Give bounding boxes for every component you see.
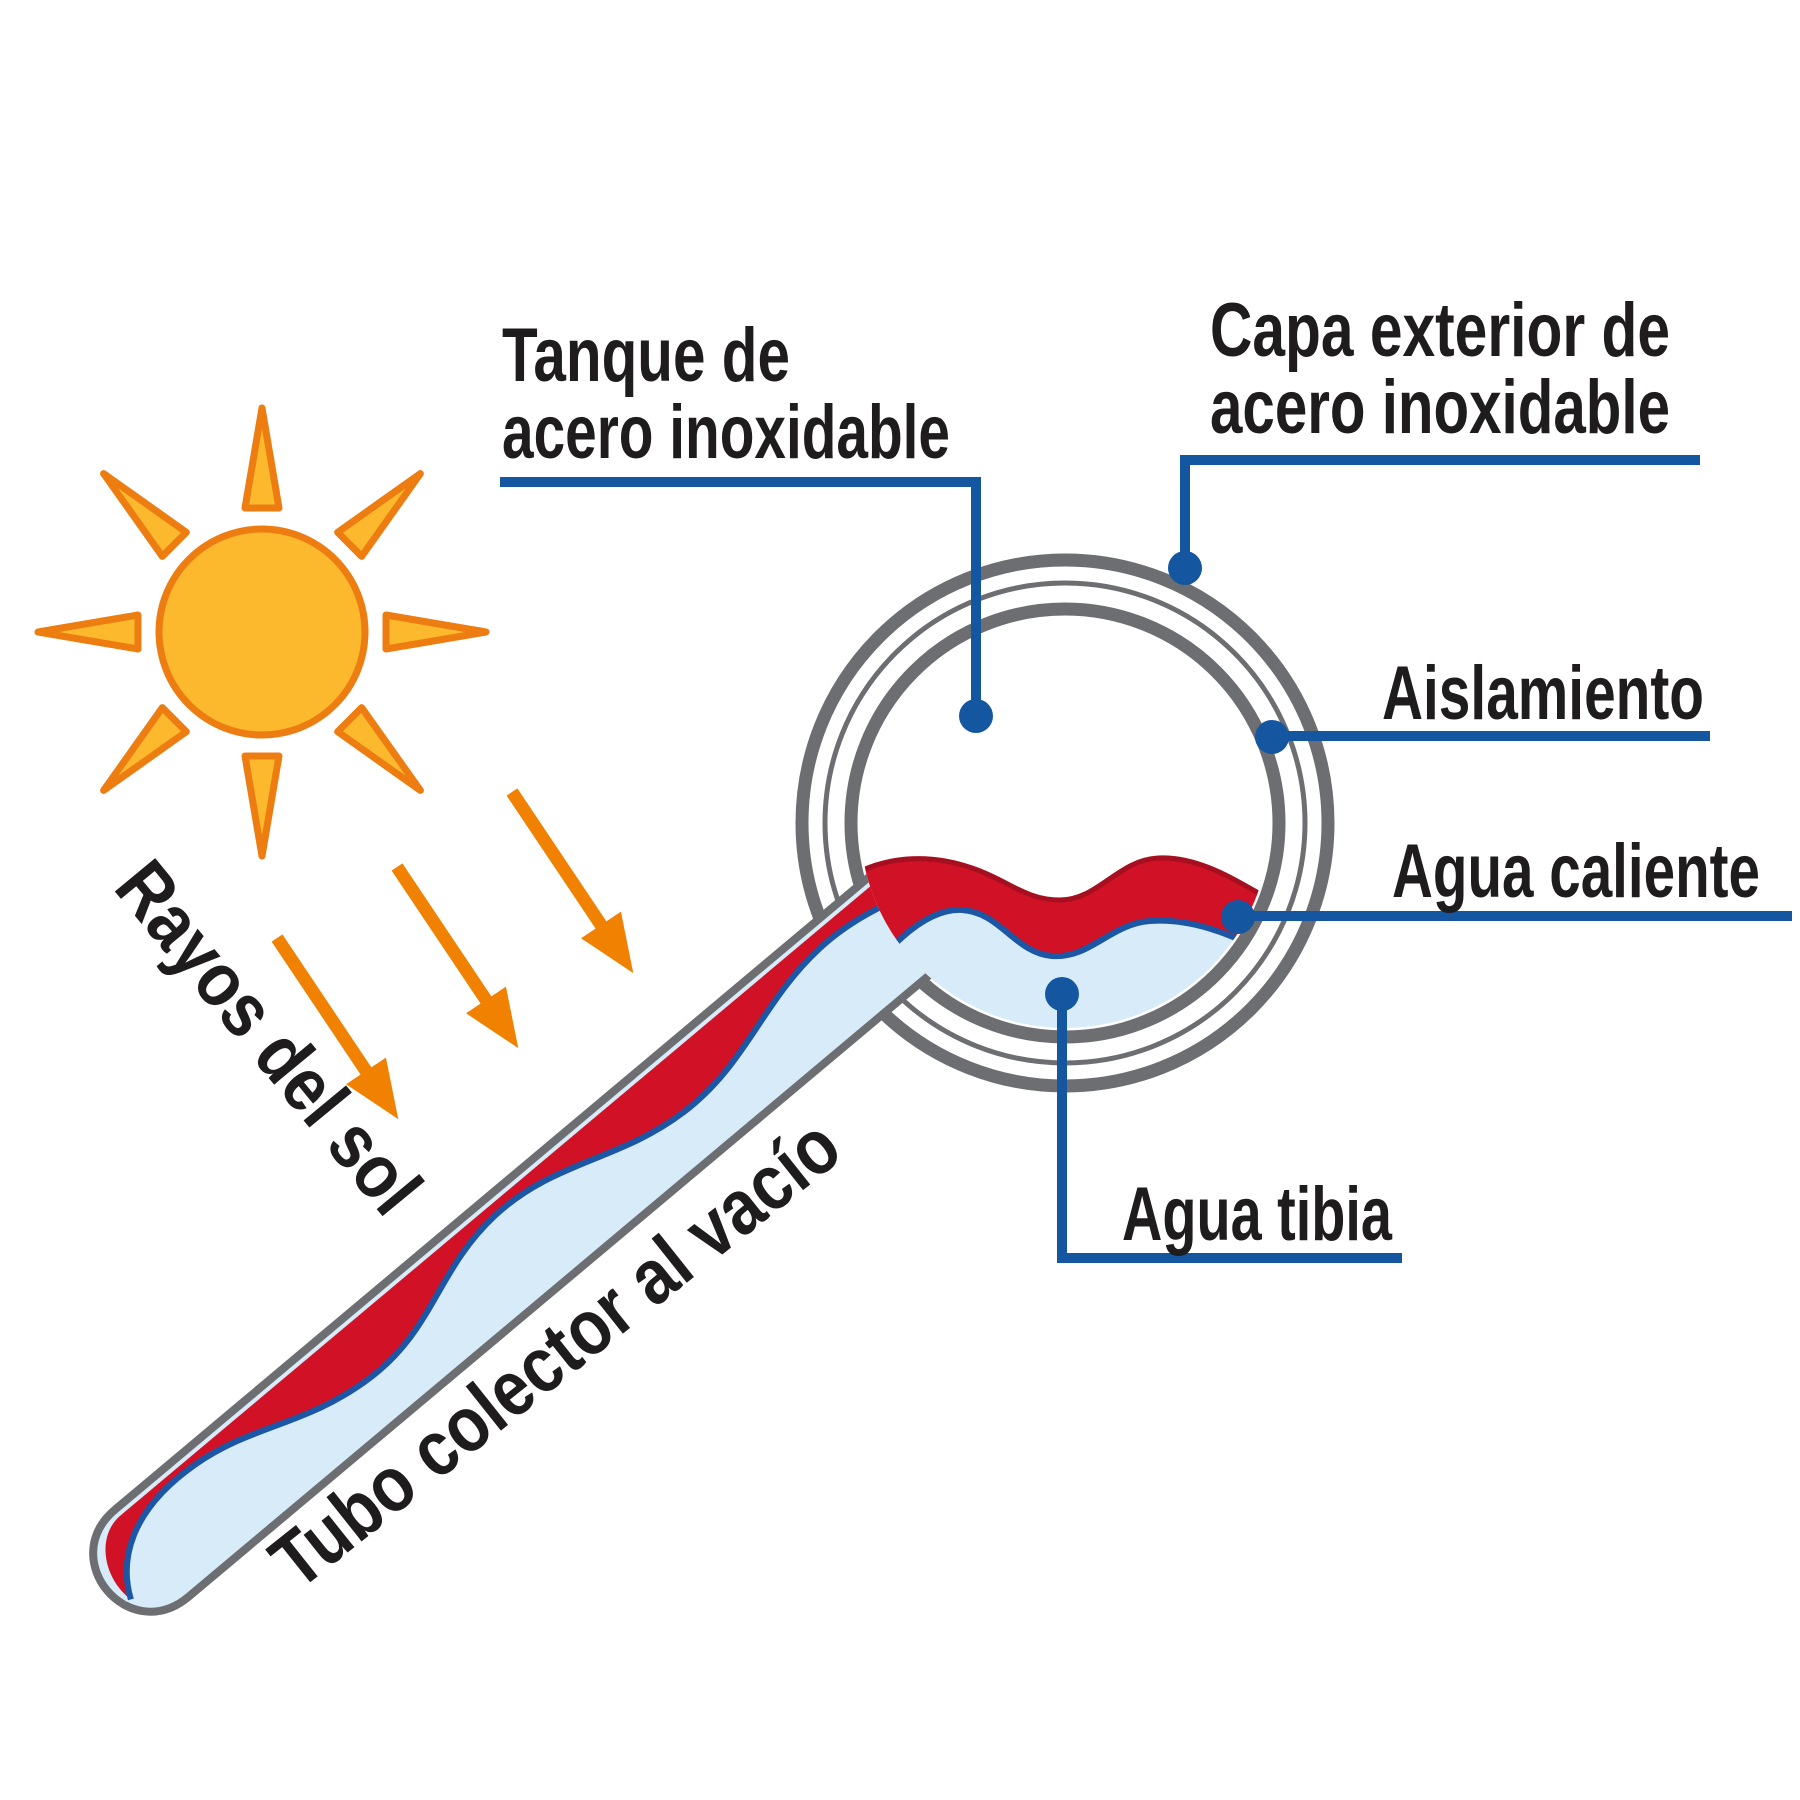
leader-tank	[500, 477, 981, 712]
tube-water-boundary-line	[123, 874, 951, 1601]
dot-warm-water	[1045, 977, 1079, 1011]
tube-hot-water-layer	[105, 843, 950, 1600]
label-warm-water: Agua tibia	[1122, 1172, 1393, 1257]
sun-icon	[34, 404, 490, 860]
label-hot-water: Agua caliente	[1392, 829, 1760, 914]
tank-hot-water-top-edge	[860, 855, 1264, 903]
leader-lines	[500, 455, 1792, 1263]
label-outer-layer-line1: Capa exterior de	[1210, 288, 1670, 373]
sun-ray-southwest	[100, 704, 190, 794]
dot-insulation	[1255, 720, 1289, 754]
dot-hot-water	[1221, 900, 1255, 934]
tank-water-boundary-line	[860, 906, 1258, 1012]
label-tank-line1: Tanque de	[502, 313, 790, 398]
sun-disc	[155, 525, 369, 739]
tank-hot-water	[860, 857, 1262, 1010]
labels: Tanque de acero inoxidable Capa exterior…	[502, 288, 1760, 1257]
ray-arrow-1	[271, 934, 399, 1120]
sun-ray-west	[34, 611, 142, 653]
leader-warm-water	[1057, 994, 1402, 1263]
sun-ray-arrow-icon	[271, 788, 634, 1120]
sun-ray-northwest	[100, 470, 190, 560]
sun-ray-north	[241, 404, 283, 512]
leader-outer-layer	[1180, 455, 1700, 562]
label-outer-layer-line2: acero inoxidable	[1210, 365, 1670, 450]
sun-ray-northeast	[334, 470, 424, 560]
dot-tank	[959, 699, 993, 733]
tube-body	[89, 834, 992, 1616]
ray-arrow-2	[391, 863, 519, 1049]
label-sun-rays: Rayos del sol	[99, 845, 438, 1231]
vacuum-collector-tube	[89, 834, 992, 1616]
dot-outer-layer	[1168, 551, 1202, 585]
leader-dots	[959, 551, 1289, 1011]
sun-ray-east	[382, 611, 490, 653]
label-tank-line2: acero inoxidable	[502, 390, 950, 475]
ray-arrow-3	[506, 788, 634, 974]
sun-ray-southeast	[334, 704, 424, 794]
sun-ray-south	[241, 752, 283, 860]
label-insulation: Aislamiento	[1382, 651, 1704, 736]
